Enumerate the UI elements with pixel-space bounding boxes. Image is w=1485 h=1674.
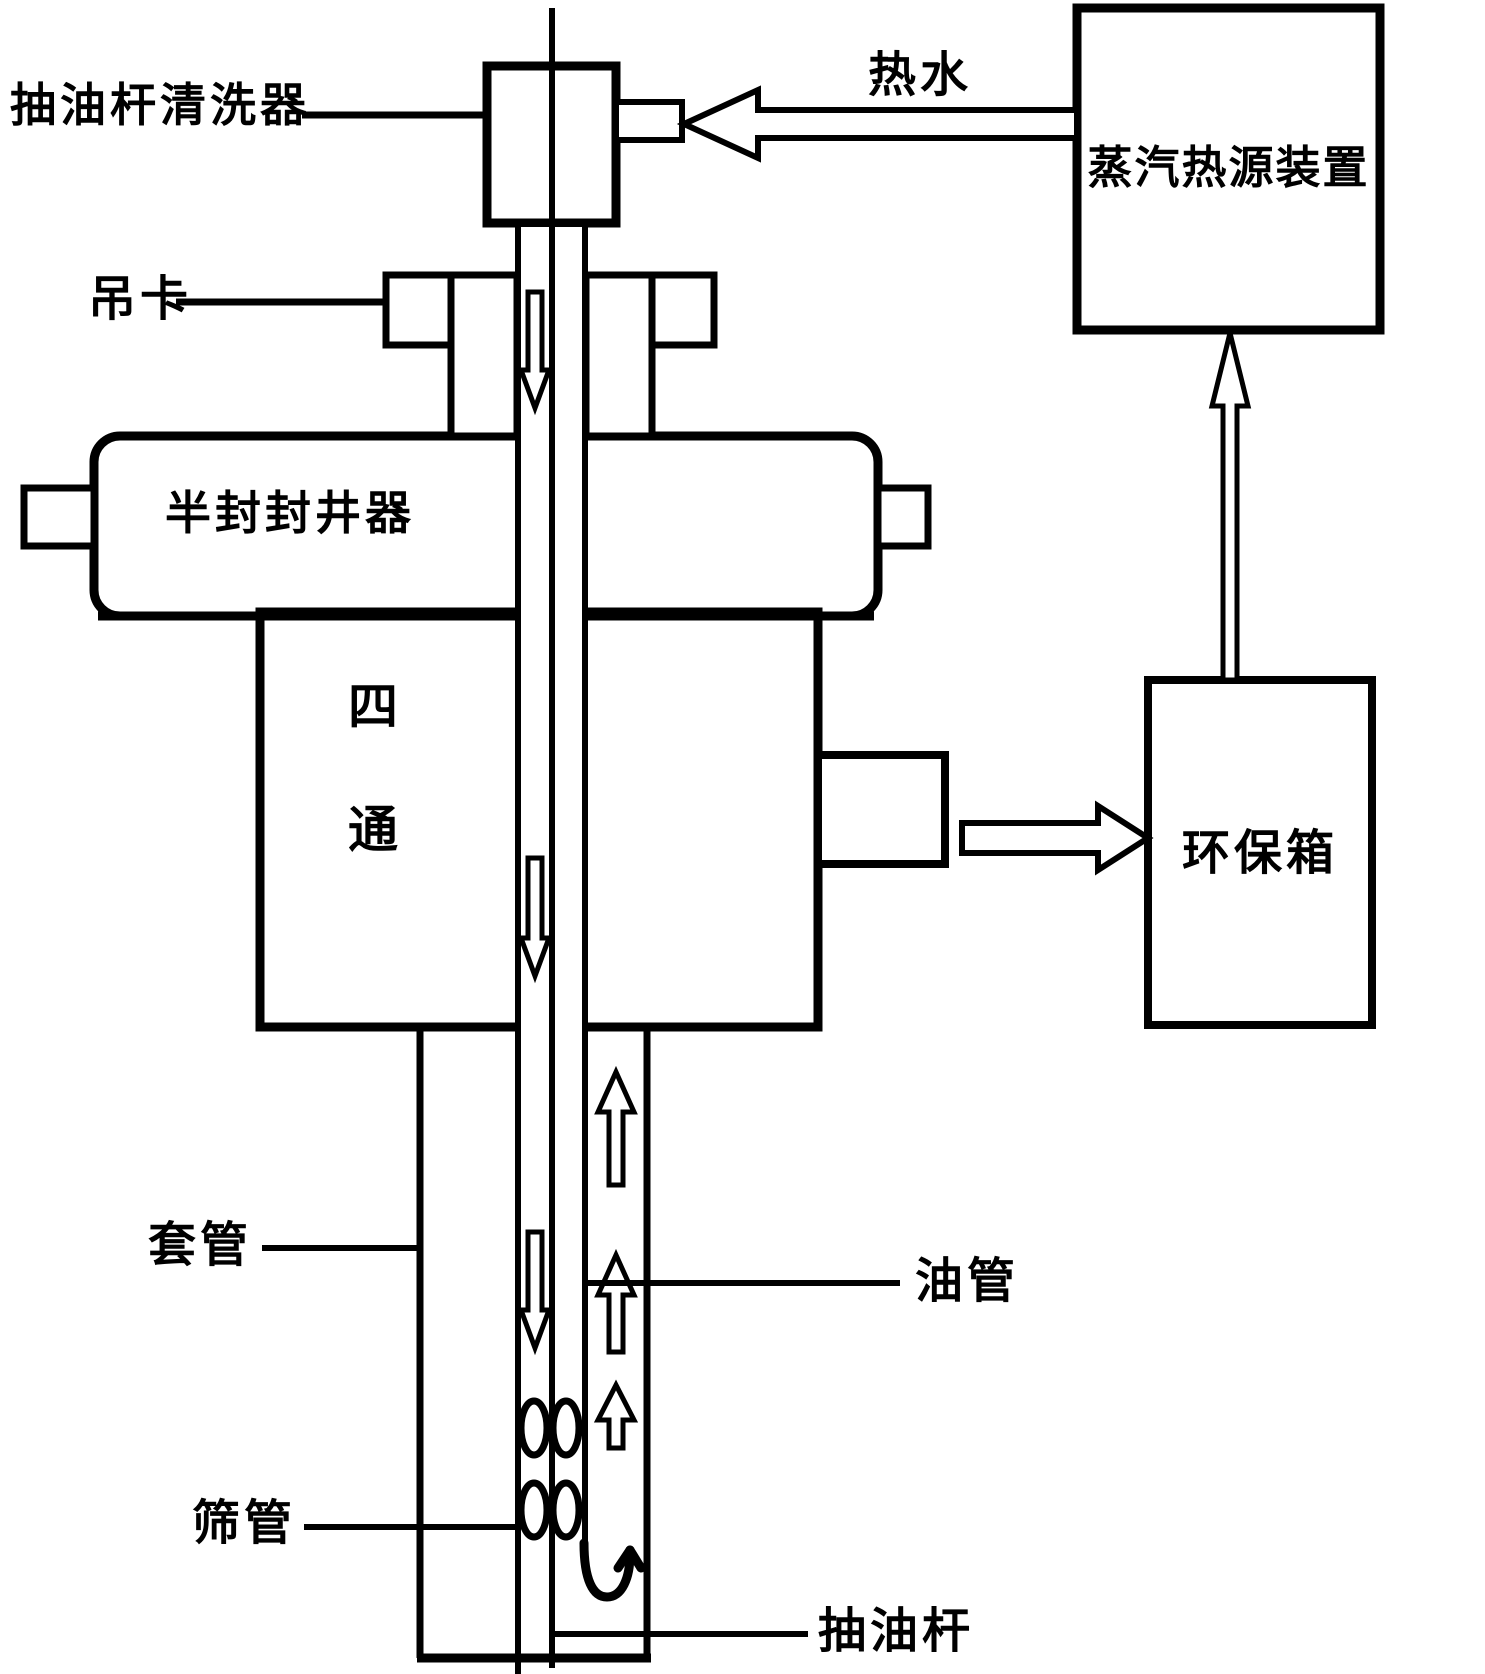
to-steam-source-arrow [1208,332,1252,683]
elevator-inner-right [582,271,656,440]
rod-bottom-hook [579,1538,646,1602]
sucker-rod-label: 抽油杆 [818,1605,975,1658]
eco-tank-box [1144,676,1376,1029]
bop-right-tab [874,484,932,550]
steam-heat-source-box [1072,3,1385,335]
steam-heat-source-label: 蒸汽热源装置 [1087,142,1370,193]
casing-label: 套管 [148,1219,253,1272]
oil-tubing-label: 油管 [915,1255,1020,1308]
elevator-outer-left [382,271,459,349]
upflow-arrow-2 [594,1248,638,1355]
bop-left-tab [20,484,98,550]
downflow-arrow-3 [517,1229,553,1356]
elevator-outer-right [648,271,718,349]
cross-label-bottom: 通 [348,802,402,858]
to-eco-tank-arrow [959,800,1154,876]
hot-water-arrow [676,85,1080,163]
hot-water-label: 热水 [868,49,973,102]
cross-right-port [814,751,949,868]
screen-pipe-label: 筛管 [192,1497,297,1550]
rod-cleaner-label: 抽油杆清洗器 [10,79,310,131]
elevator-label: 吊卡 [88,273,193,326]
elevator-inner-left [447,271,521,440]
rod-cleaner-port [613,99,685,143]
cross-label-top: 四 [348,679,402,735]
eco-tank-label: 环保箱 [1181,827,1338,880]
downflow-arrow-2 [517,855,553,984]
screen-balls [517,1397,583,1541]
upflow-arrow-1 [594,1065,638,1188]
upflow-arrow-3 [593,1379,639,1451]
half-seal-bop-label: 半封封井器 [165,487,415,539]
downflow-arrow-1 [517,289,553,416]
